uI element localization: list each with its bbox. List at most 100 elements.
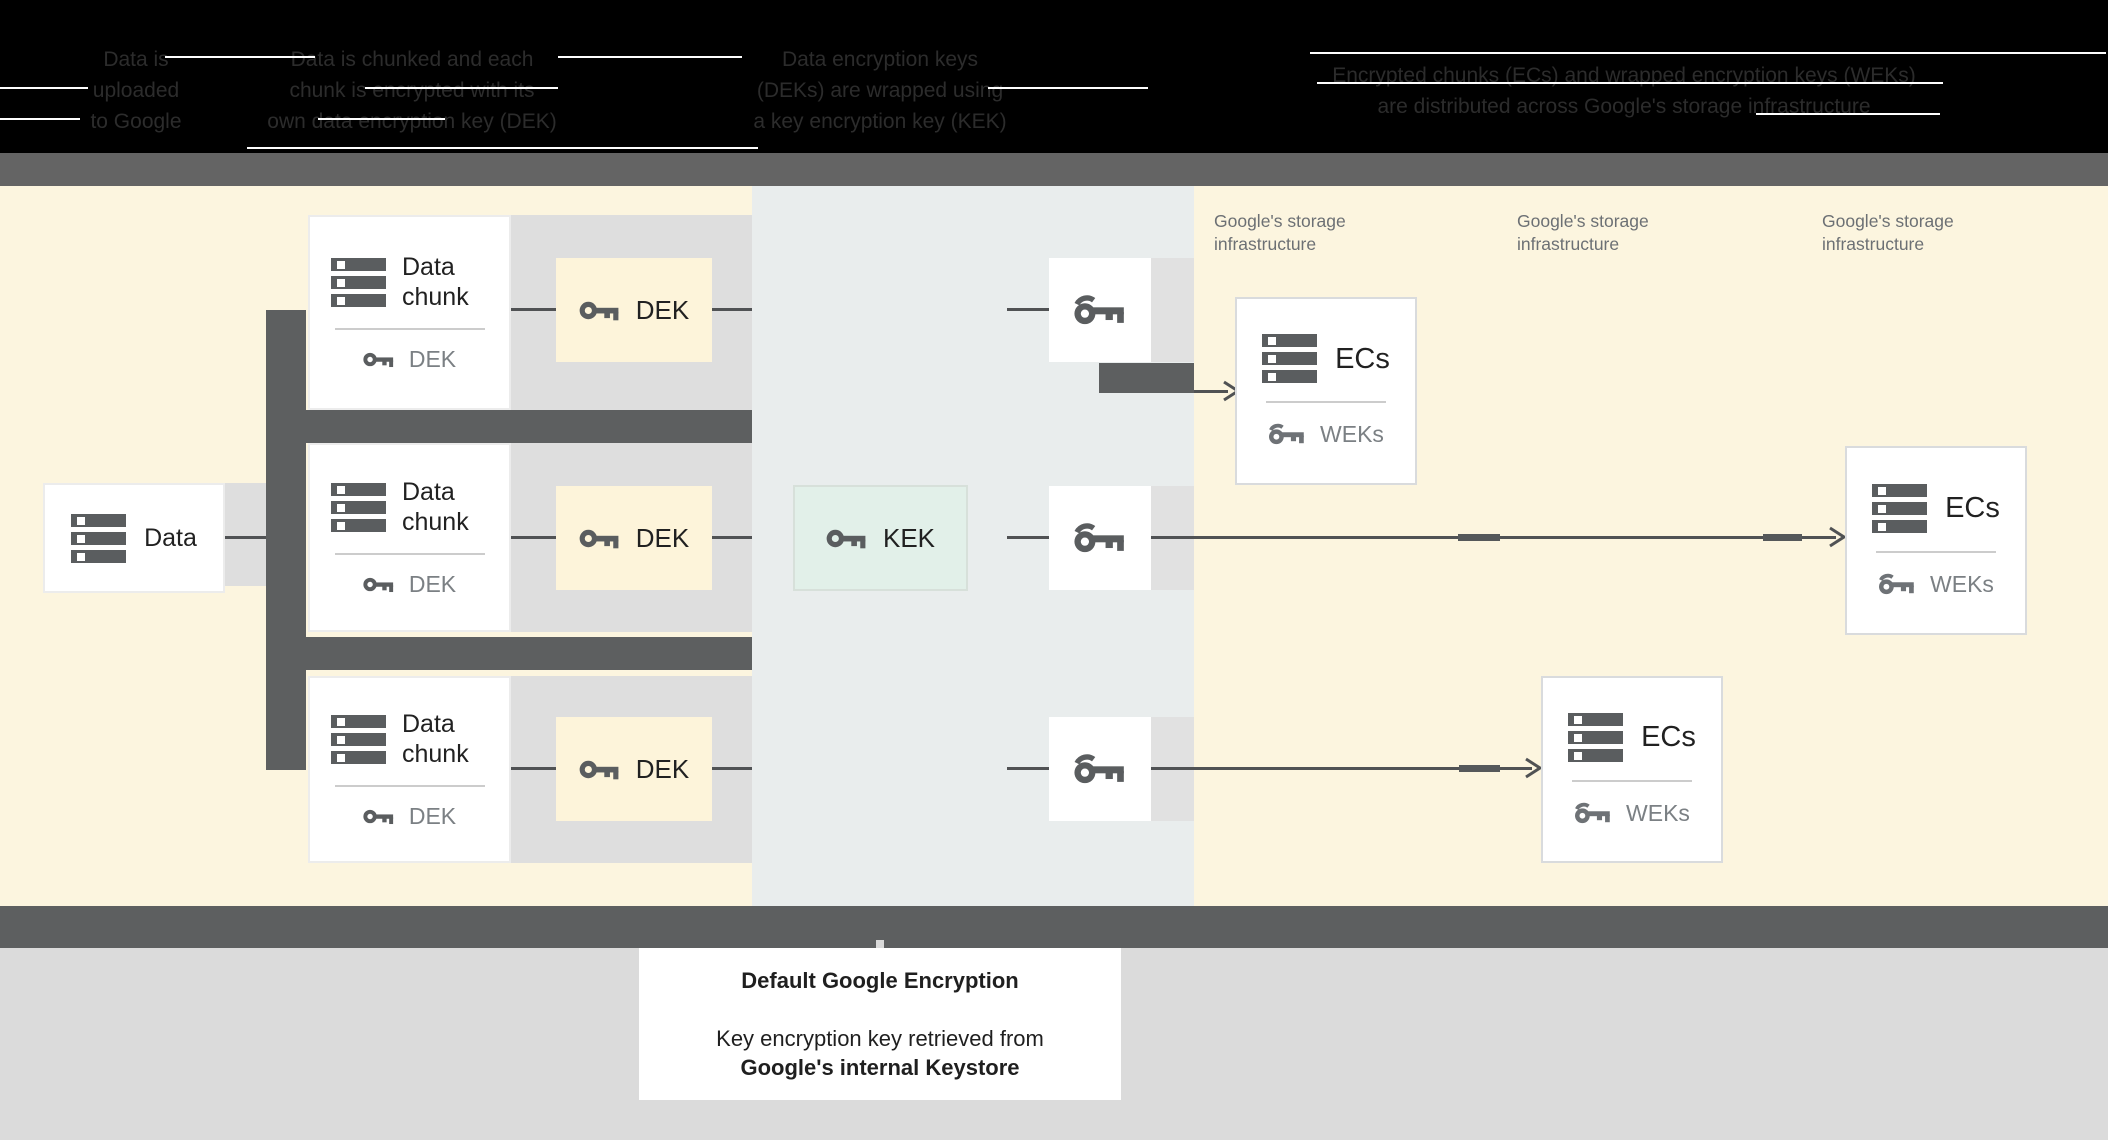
- row1-line-a: [511, 308, 556, 311]
- header-streak: [0, 118, 80, 120]
- key-icon: [363, 577, 393, 593]
- chunk-title: Data chunk: [402, 710, 469, 768]
- header-streak: [247, 147, 758, 149]
- key-icon: [1074, 522, 1124, 552]
- header-streak: [988, 87, 1148, 89]
- header-step-4-line: are distributed across Google's storage …: [1377, 95, 1871, 118]
- chunk-title: Data chunk: [402, 253, 469, 311]
- ecs-server-icon: [1872, 483, 1928, 533]
- ecs-weks-label: WEKs: [1626, 799, 1690, 826]
- header-step-4-line: Encrypted chunks (ECs) and wrapped encry…: [1332, 64, 1916, 87]
- chunk-divider: [334, 328, 485, 330]
- key-stub-line: [1007, 767, 1049, 770]
- header-step-3: Data encryption keys (DEKs) are wrapped …: [710, 44, 1050, 137]
- ecs-divider: [1266, 401, 1386, 403]
- header-streak: [1756, 113, 1940, 115]
- ecs-title: ECs: [1945, 492, 2000, 524]
- trunk-connector: [266, 310, 306, 770]
- data-chunk-box-2: Data chunk DEK: [308, 443, 511, 632]
- ecs-title: ECs: [1335, 342, 1390, 375]
- arrowhead-icon: [1829, 526, 1847, 548]
- header-step-4: Encrypted chunks (ECs) and wrapped encry…: [1289, 60, 1959, 122]
- row-band-1: [266, 410, 752, 443]
- data-connector-line: [225, 536, 266, 539]
- ecs-divider: [1572, 779, 1692, 782]
- caption-line-1: Key encryption key retrieved from: [716, 1026, 1044, 1051]
- row2-arrow-segment: [1763, 534, 1802, 541]
- key-icon: [1074, 294, 1124, 324]
- key-box-tail: [1151, 258, 1194, 362]
- wrap-key-box-2: [1049, 486, 1151, 590]
- row1-arrow-line: [1194, 390, 1228, 393]
- header-step-1-line: to Google: [90, 110, 182, 133]
- storage-label-3: Google's storage infrastructure: [1822, 211, 1954, 254]
- header-streak: [365, 87, 558, 89]
- chunk-title: Data chunk: [402, 478, 469, 536]
- ecs-box-3: ECs WEKs: [1541, 676, 1723, 863]
- header-step-1-line: uploaded: [92, 79, 180, 102]
- row3-arrow-segment: [1459, 765, 1500, 772]
- dek-box-1: DEK: [556, 258, 712, 362]
- header-step-3-line: Data encryption keys: [781, 48, 979, 71]
- row1-line-b: [712, 308, 752, 311]
- bottom-dark-bar: [0, 906, 2108, 948]
- data-chunk-box-3: Data chunk DEK: [308, 676, 511, 863]
- dek-label: DEK: [635, 294, 690, 325]
- header-step-3-line: a key encryption key (KEK): [753, 110, 1007, 133]
- row2-line-a: [511, 536, 556, 539]
- header-streak: [558, 56, 742, 58]
- header-streak: [0, 87, 88, 89]
- ecs-server-icon: [1262, 334, 1318, 383]
- chunk-dek-label: DEK: [408, 571, 457, 597]
- caption-title: Default Google Encryption: [741, 968, 1019, 993]
- wrap-key-box-3: [1049, 717, 1151, 821]
- row3-arrow-line: [1151, 767, 1532, 770]
- key-icon: [1074, 753, 1124, 783]
- data-box: Data: [43, 483, 225, 593]
- key-icon: [579, 760, 619, 779]
- header-step-1: Data is uploaded to Google: [16, 44, 256, 137]
- wrap-key-box-1: [1049, 258, 1151, 362]
- header-streak: [1317, 82, 1943, 84]
- row1-thick-connector: [1099, 363, 1194, 393]
- header-step-2: Data is chunked and each chunk is encryp…: [242, 44, 582, 137]
- key-icon: [579, 529, 619, 548]
- chunk-server-icon: [331, 482, 386, 532]
- chunk-divider: [334, 553, 485, 555]
- row-band-2: [266, 637, 752, 670]
- chunk-dek-label: DEK: [408, 803, 457, 829]
- dek-label: DEK: [635, 522, 690, 553]
- header-step-2-line: own data encryption key (DEK): [267, 110, 557, 133]
- key-icon: [1575, 802, 1610, 823]
- key-icon: [579, 301, 619, 320]
- ecs-weks-label: WEKs: [1930, 570, 1994, 597]
- caption-line-2: Google's internal Keystore: [740, 1055, 1020, 1080]
- kek-box: KEK: [793, 485, 968, 591]
- ecs-divider: [1876, 550, 1996, 553]
- row2-arrow-segment: [1458, 534, 1500, 541]
- key-icon: [1879, 573, 1914, 594]
- ecs-title: ECs: [1641, 721, 1696, 753]
- header-step-3-line: (DEKs) are wrapped using: [756, 79, 1004, 102]
- header-step-1-line: Data is: [103, 48, 169, 71]
- data-label: Data: [144, 524, 197, 552]
- row3-line-b: [712, 767, 752, 770]
- gray-separator-bar: [0, 153, 2108, 186]
- header-step-2-line: chunk is encrypted with its: [289, 79, 535, 102]
- ecs-server-icon: [1568, 712, 1624, 762]
- key-icon: [826, 529, 866, 548]
- chunk-server-icon: [331, 257, 386, 307]
- header-step-2-line: Data is chunked and each: [290, 48, 534, 71]
- header-streak: [318, 118, 445, 120]
- data-connector-tail: [225, 483, 266, 586]
- ecs-weks-label: WEKs: [1320, 421, 1384, 447]
- chunk-dek-label: DEK: [408, 346, 457, 372]
- ecs-box-2: ECs WEKs: [1845, 446, 2027, 635]
- dek-label: DEK: [635, 753, 690, 784]
- key-icon: [1269, 423, 1304, 445]
- key-stub-line: [1007, 536, 1049, 539]
- key-icon: [363, 352, 393, 368]
- data-server-icon: [71, 513, 127, 563]
- header-streak: [165, 56, 315, 58]
